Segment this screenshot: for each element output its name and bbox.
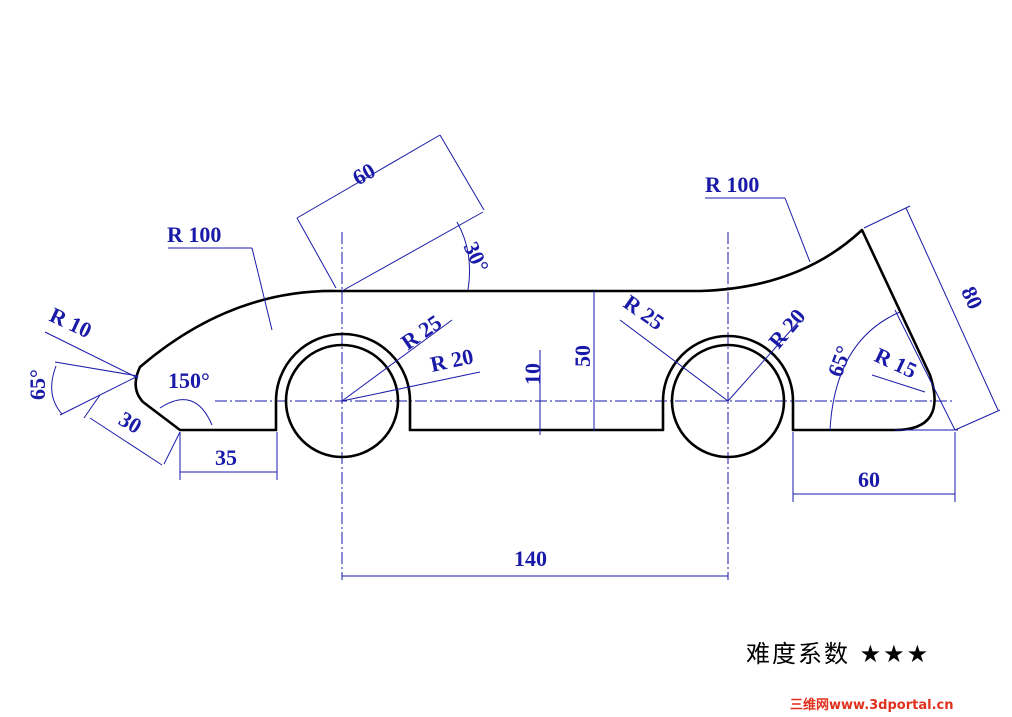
- dim-r20-right: R 20: [763, 304, 810, 353]
- dim-30-degree: 30°: [459, 238, 495, 276]
- dim-50: 50: [570, 345, 595, 367]
- dim-r25-right: R 25: [619, 290, 669, 335]
- dim-r20-left: R 20: [428, 343, 476, 376]
- dim-r10: R 10: [46, 302, 96, 343]
- dim-80: 80: [956, 282, 988, 313]
- dim-150-degree: 150°: [168, 368, 210, 393]
- dim-140: 140: [514, 546, 547, 571]
- dim-65-left: 65°: [25, 369, 50, 400]
- dim-65-right: 65°: [822, 342, 856, 380]
- dim-30: 30: [115, 406, 147, 439]
- dim-r25-left: R 25: [396, 310, 446, 355]
- dim-35: 35: [215, 445, 237, 470]
- dim-r100-left: R 100: [167, 222, 221, 247]
- difficulty-rating: 难度系数 ★★★: [746, 640, 931, 668]
- dim-r100-right: R 100: [705, 172, 759, 197]
- watermark: 三维网www.3dportal.cn: [790, 698, 954, 713]
- dim-60-bottom: 60: [858, 467, 880, 492]
- center-lines: [215, 232, 955, 580]
- dimension-lines: [44, 134, 1001, 577]
- dim-10: 10: [520, 363, 545, 385]
